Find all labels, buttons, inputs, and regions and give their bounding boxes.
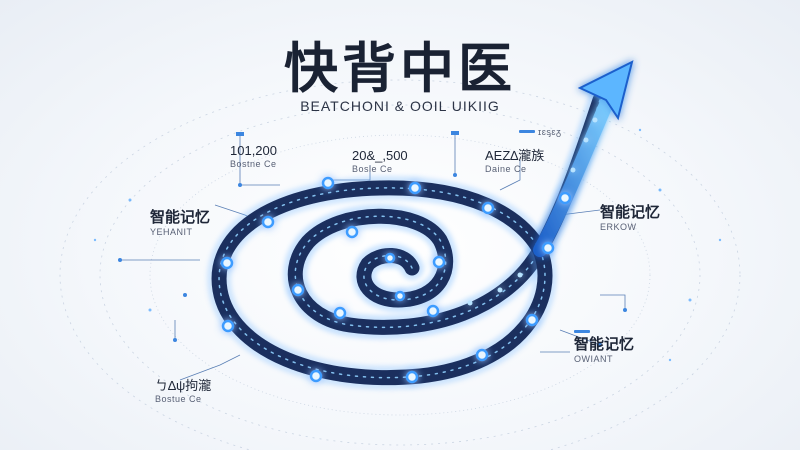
sparkles: [93, 128, 722, 362]
growth-arrow: [533, 60, 634, 257]
spiral-nodes: [220, 117, 598, 384]
hud-markers: [118, 131, 627, 347]
label-value: 20&_,500: [352, 148, 408, 163]
label-left-memory: 智能记忆 YEHANIT: [150, 208, 210, 238]
label-value: 101,200: [230, 143, 277, 158]
label-bottom-right-memory: 智能记忆 OWIANT: [574, 330, 634, 365]
page-title: 快背中医: [284, 37, 516, 100]
label-value: ㄅ∆ψ拘瀧: [155, 378, 212, 393]
label-caption: YEHANIT: [150, 227, 193, 237]
label-value: 智能记忆: [574, 335, 635, 353]
arrow-head-icon: [577, 60, 634, 121]
label-tag: ɪɛᶊɛᵹ: [519, 126, 561, 138]
page-subtitle: BEATCHONI & OOIL UIKIIG: [300, 98, 500, 114]
label-top-left-metric: 101,200 Bostne Ce: [230, 143, 277, 170]
tag-marker: [519, 130, 535, 134]
label-tag-text: ɪɛᶊɛᵹ: [538, 127, 562, 137]
label-right-memory: 智能记忆 ERKOW: [600, 203, 660, 233]
label-caption: Bosle Ce: [352, 164, 393, 174]
label-bottom-left: ㄅ∆ψ拘瀧 Bostue Ce: [155, 378, 211, 405]
label-caption: Daine Ce: [485, 164, 527, 174]
label-marker: [574, 330, 590, 333]
label-caption: Bostue Ce: [155, 394, 202, 404]
label-caption: OWIANT: [574, 354, 613, 364]
spiral-outer-loop: [207, 175, 557, 390]
label-center-metric: 20&_,500 Bosle Ce: [352, 148, 408, 175]
label-caption: ERKOW: [600, 222, 637, 232]
label-value: 智能记忆: [600, 203, 661, 221]
label-value: 智能记忆: [150, 208, 211, 226]
label-caption: Bostne Ce: [230, 159, 277, 169]
label-upper-right: ɪɛᶊɛᵹ AEZ∆瀧族 Daine Ce: [485, 126, 561, 175]
guide-rings: [59, 79, 741, 450]
label-value: AEZ∆瀧族: [485, 148, 545, 163]
